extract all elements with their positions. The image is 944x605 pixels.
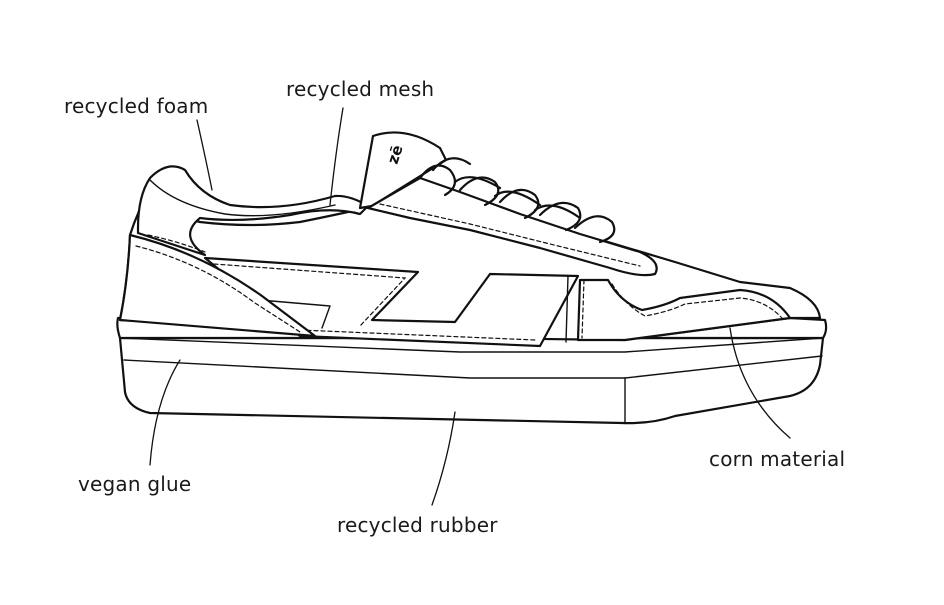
label-vegan-glue: vegan glue <box>78 472 192 496</box>
leader-lines <box>149 107 791 506</box>
label-recycled-foam: recycled foam <box>64 94 209 118</box>
brand-mark: zē <box>384 143 407 167</box>
leader-recycled-foam <box>196 119 213 191</box>
label-recycled-rubber: recycled rubber <box>337 513 498 537</box>
heel-collar <box>136 165 370 257</box>
leader-recycled-mesh <box>329 107 344 206</box>
lace-panel <box>366 176 658 277</box>
toe-panel <box>565 275 792 343</box>
leader-recycled-rubber <box>431 411 456 506</box>
laces <box>418 157 616 244</box>
label-recycled-mesh: recycled mesh <box>286 77 435 101</box>
leader-corn-material <box>729 327 791 439</box>
outsole <box>118 336 825 425</box>
label-corn-material: corn material <box>709 447 846 471</box>
leader-vegan-glue <box>149 359 181 466</box>
tongue: zē <box>358 131 448 210</box>
heel-counter <box>118 233 317 338</box>
